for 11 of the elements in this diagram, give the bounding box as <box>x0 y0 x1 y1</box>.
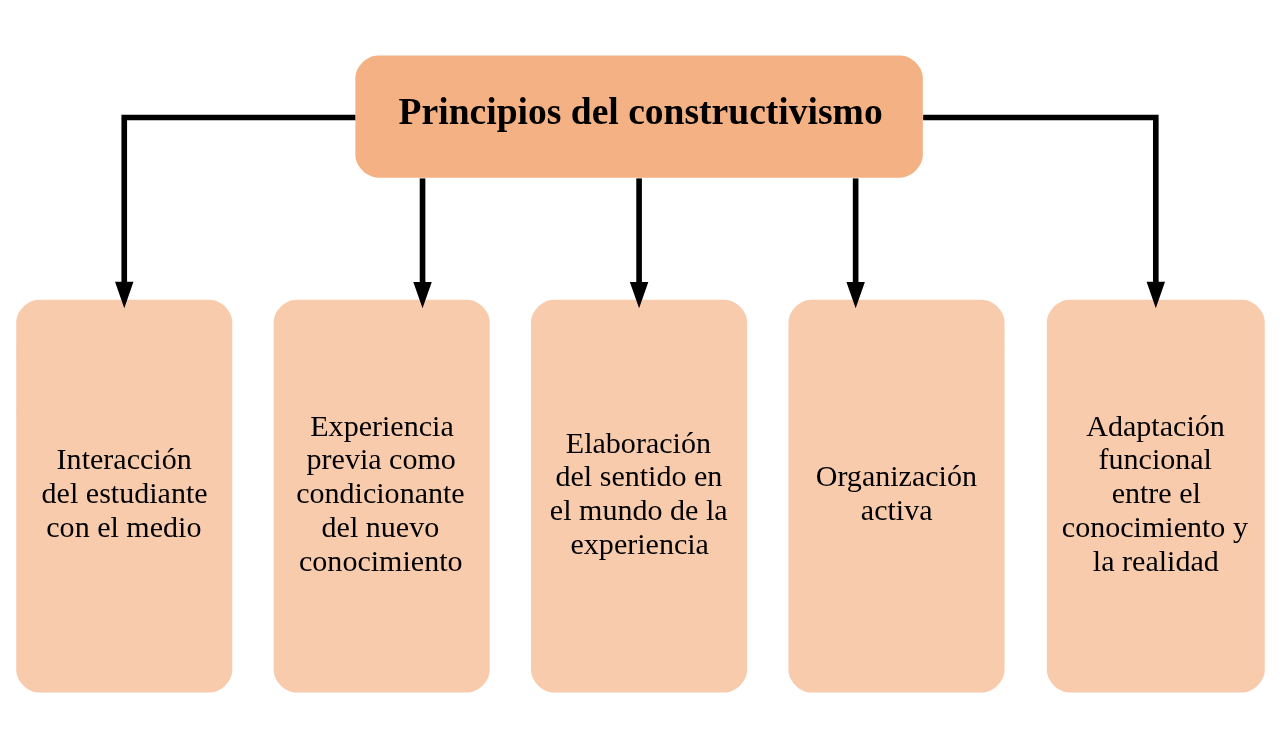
node-box: Organización activa <box>788 299 1005 692</box>
arrow <box>629 177 649 308</box>
arrow <box>413 177 432 308</box>
node-box: Principios del constructivismo <box>355 55 923 178</box>
node-box: Elaboración del sentido en el mundo de la experiencia <box>531 299 748 692</box>
arrow <box>115 114 356 308</box>
arrow <box>923 114 1166 308</box>
node-box: Experiencia previa como condicionante del nuevo conocimiento <box>273 299 490 692</box>
node-box: Interacción del estudiante con el medio <box>16 299 233 692</box>
arrow <box>846 177 865 308</box>
node-box: Adaptación funcional entre el conocimiento y la realidad <box>1046 299 1265 692</box>
